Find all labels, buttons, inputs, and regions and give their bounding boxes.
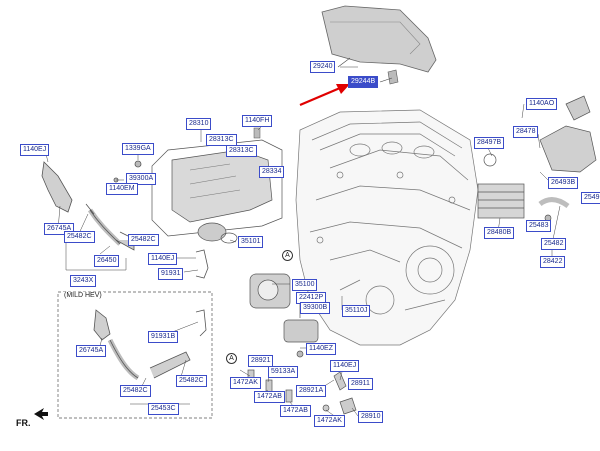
- part-label[interactable]: 28422: [540, 256, 566, 268]
- callout-a: A: [226, 353, 237, 364]
- part-label[interactable]: 25482C: [64, 231, 95, 243]
- part-label-selected[interactable]: 29244B: [348, 76, 379, 88]
- heat-shield-cover: [321, 5, 437, 85]
- part-label[interactable]: 1140EZ: [306, 343, 336, 355]
- part-label[interactable]: 1472AK: [314, 415, 345, 427]
- part-label[interactable]: 35110J: [342, 305, 371, 317]
- part-label[interactable]: 1472AK: [230, 377, 261, 389]
- mild-hev-title: (MILD HEV): [62, 292, 104, 299]
- part-label[interactable]: 35101: [238, 236, 264, 248]
- part-label[interactable]: 28313C: [206, 134, 237, 146]
- mild-hev-box: [57, 291, 213, 419]
- part-label[interactable]: 39300A: [126, 173, 157, 185]
- part-label[interactable]: 1472AB: [254, 391, 285, 403]
- mild-hev-hose: [93, 309, 207, 381]
- part-label[interactable]: 2549: [581, 192, 600, 204]
- part-label[interactable]: 26450: [94, 255, 120, 267]
- part-label[interactable]: 1472AB: [280, 405, 311, 417]
- engine-block: [295, 109, 479, 346]
- front-direction-icon: [34, 408, 48, 420]
- part-label[interactable]: 1140EJ: [20, 144, 50, 156]
- sensor-assembly-bottom: [247, 369, 357, 415]
- oil-cooler-right: [477, 95, 597, 222]
- part-label[interactable]: 26493B: [548, 177, 579, 189]
- part-label[interactable]: 1140AO: [526, 98, 558, 110]
- throttle-body: [249, 273, 319, 358]
- part-label[interactable]: 25482C: [120, 385, 151, 397]
- part-label[interactable]: 59133A: [268, 366, 299, 378]
- part-label[interactable]: 28334: [259, 166, 285, 178]
- part-label[interactable]: 91931B: [148, 331, 179, 343]
- part-label[interactable]: 3243X: [70, 275, 97, 287]
- part-label[interactable]: 25482: [541, 238, 567, 250]
- part-label[interactable]: 26745A: [76, 345, 107, 357]
- part-label[interactable]: 22412P: [296, 292, 327, 304]
- part-label[interactable]: 1140EM: [106, 183, 138, 195]
- front-direction-label: FR.: [16, 418, 31, 428]
- part-label[interactable]: 28497B: [474, 137, 505, 149]
- part-label[interactable]: 28313C: [226, 145, 257, 157]
- leader-lines-top: [337, 57, 393, 83]
- part-label[interactable]: 28911: [348, 378, 373, 390]
- part-label[interactable]: 25482C: [176, 375, 207, 387]
- part-label[interactable]: 91931: [158, 268, 184, 280]
- bracket-91931: [195, 249, 209, 279]
- part-label[interactable]: 35100: [292, 279, 318, 291]
- part-label[interactable]: 25482C: [128, 234, 159, 246]
- part-label[interactable]: 28921A: [296, 385, 327, 397]
- part-label[interactable]: 28478: [513, 126, 539, 138]
- part-label[interactable]: 1339GA: [122, 143, 154, 155]
- part-label[interactable]: 28921: [248, 355, 274, 367]
- part-label[interactable]: 1140FH: [242, 115, 273, 127]
- part-label[interactable]: 1140EJ: [148, 253, 178, 265]
- part-label[interactable]: 25453C: [148, 403, 179, 415]
- part-label[interactable]: 29240: [310, 61, 336, 73]
- highlight-arrow: [299, 84, 350, 107]
- part-label[interactable]: 25483: [526, 220, 552, 232]
- callout-a: A: [282, 250, 293, 261]
- part-label[interactable]: 1140EJ: [330, 360, 360, 372]
- part-label[interactable]: 28480B: [484, 227, 515, 239]
- part-label[interactable]: 28310: [186, 118, 212, 130]
- part-label[interactable]: 39300B: [300, 302, 331, 314]
- part-label[interactable]: 28910: [358, 411, 384, 423]
